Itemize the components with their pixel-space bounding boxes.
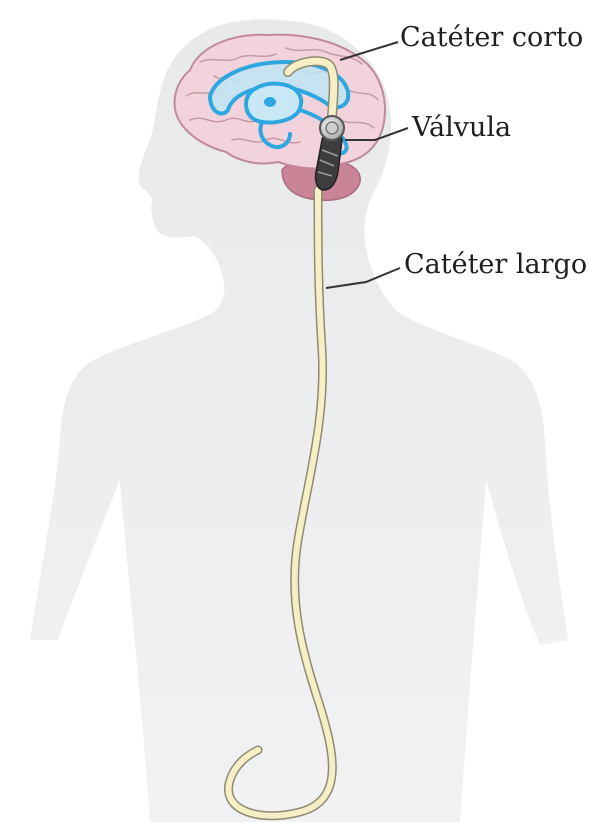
valve-label: Válvula — [412, 114, 511, 141]
long-catheter-label: Catéter largo — [404, 251, 587, 278]
short-catheter-label: Catéter corto — [400, 24, 583, 51]
